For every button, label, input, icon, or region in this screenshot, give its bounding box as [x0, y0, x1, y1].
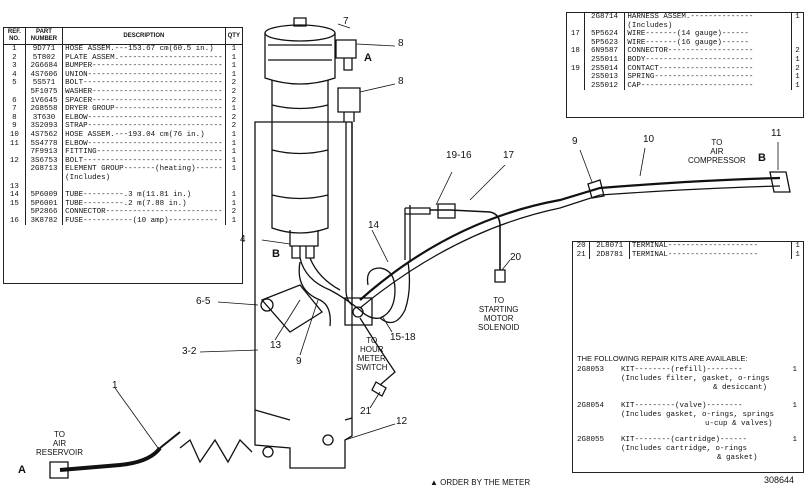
letter-a-dryer: A — [364, 52, 372, 64]
callout-21: 21 — [360, 406, 372, 417]
header-qty: QTY — [224, 28, 242, 45]
header-part: PART NUMBER — [25, 28, 64, 45]
callout-3-2: 3-2 — [182, 346, 197, 357]
hose-to-reservoir — [59, 446, 162, 472]
label-to-hour-meter: TO HOUR METER SWITCH — [356, 336, 388, 372]
callout-7: 7 — [343, 16, 349, 27]
callout-13: 13 — [270, 340, 282, 351]
triangle-marker-icon: ▲ — [430, 478, 438, 487]
table-row: (Includes) — [4, 173, 242, 183]
callout-10: 10 — [643, 134, 655, 145]
callout-19-16: 19-16 — [446, 150, 472, 161]
letter-b-dryer: B — [272, 248, 280, 260]
label-to-air-compressor: TO AIR COMPRESSOR — [688, 138, 746, 165]
letter-a-reservoir: A — [18, 464, 26, 476]
callout-11: 11 — [771, 128, 782, 139]
hose-to-compressor — [359, 176, 781, 301]
callout-17: 17 — [503, 150, 515, 161]
letter-b-compressor: B — [758, 152, 766, 164]
callout-4: 4 — [240, 234, 246, 245]
header-ref: REF. NO. — [4, 28, 26, 45]
callout-20: 20 — [510, 252, 522, 263]
callout-1: 1 — [112, 380, 118, 391]
callout-12: 12 — [396, 416, 408, 427]
header-description: DESCRIPTION — [62, 28, 226, 45]
callout-8b: 8 — [398, 76, 404, 87]
callout-15-18: 15-18 — [390, 332, 416, 343]
callout-9b: 9 — [296, 356, 302, 367]
label-to-starting-motor: TO STARTING MOTOR SOLENOID — [478, 296, 520, 332]
dryer-body — [271, 80, 329, 234]
mounting-plate — [254, 121, 353, 469]
callout-9a: 9 — [572, 136, 578, 147]
callout-8a: 8 — [398, 38, 404, 49]
repair-kits-heading: THE FOLLOWING REPAIR KITS ARE AVAILABLE: — [577, 354, 748, 363]
table-row: (Includes) — [567, 21, 803, 31]
dryer-cap — [264, 33, 336, 85]
figure-number: 308644 — [764, 475, 795, 485]
table-row: 13 — [4, 182, 242, 192]
callout-6-5: 6-5 — [196, 296, 211, 307]
callout-14: 14 — [368, 220, 380, 231]
label-to-air-reservoir: TO AIR RESERVOIR — [36, 430, 83, 457]
footnote: ▲ ORDER BY THE METER — [430, 478, 531, 487]
